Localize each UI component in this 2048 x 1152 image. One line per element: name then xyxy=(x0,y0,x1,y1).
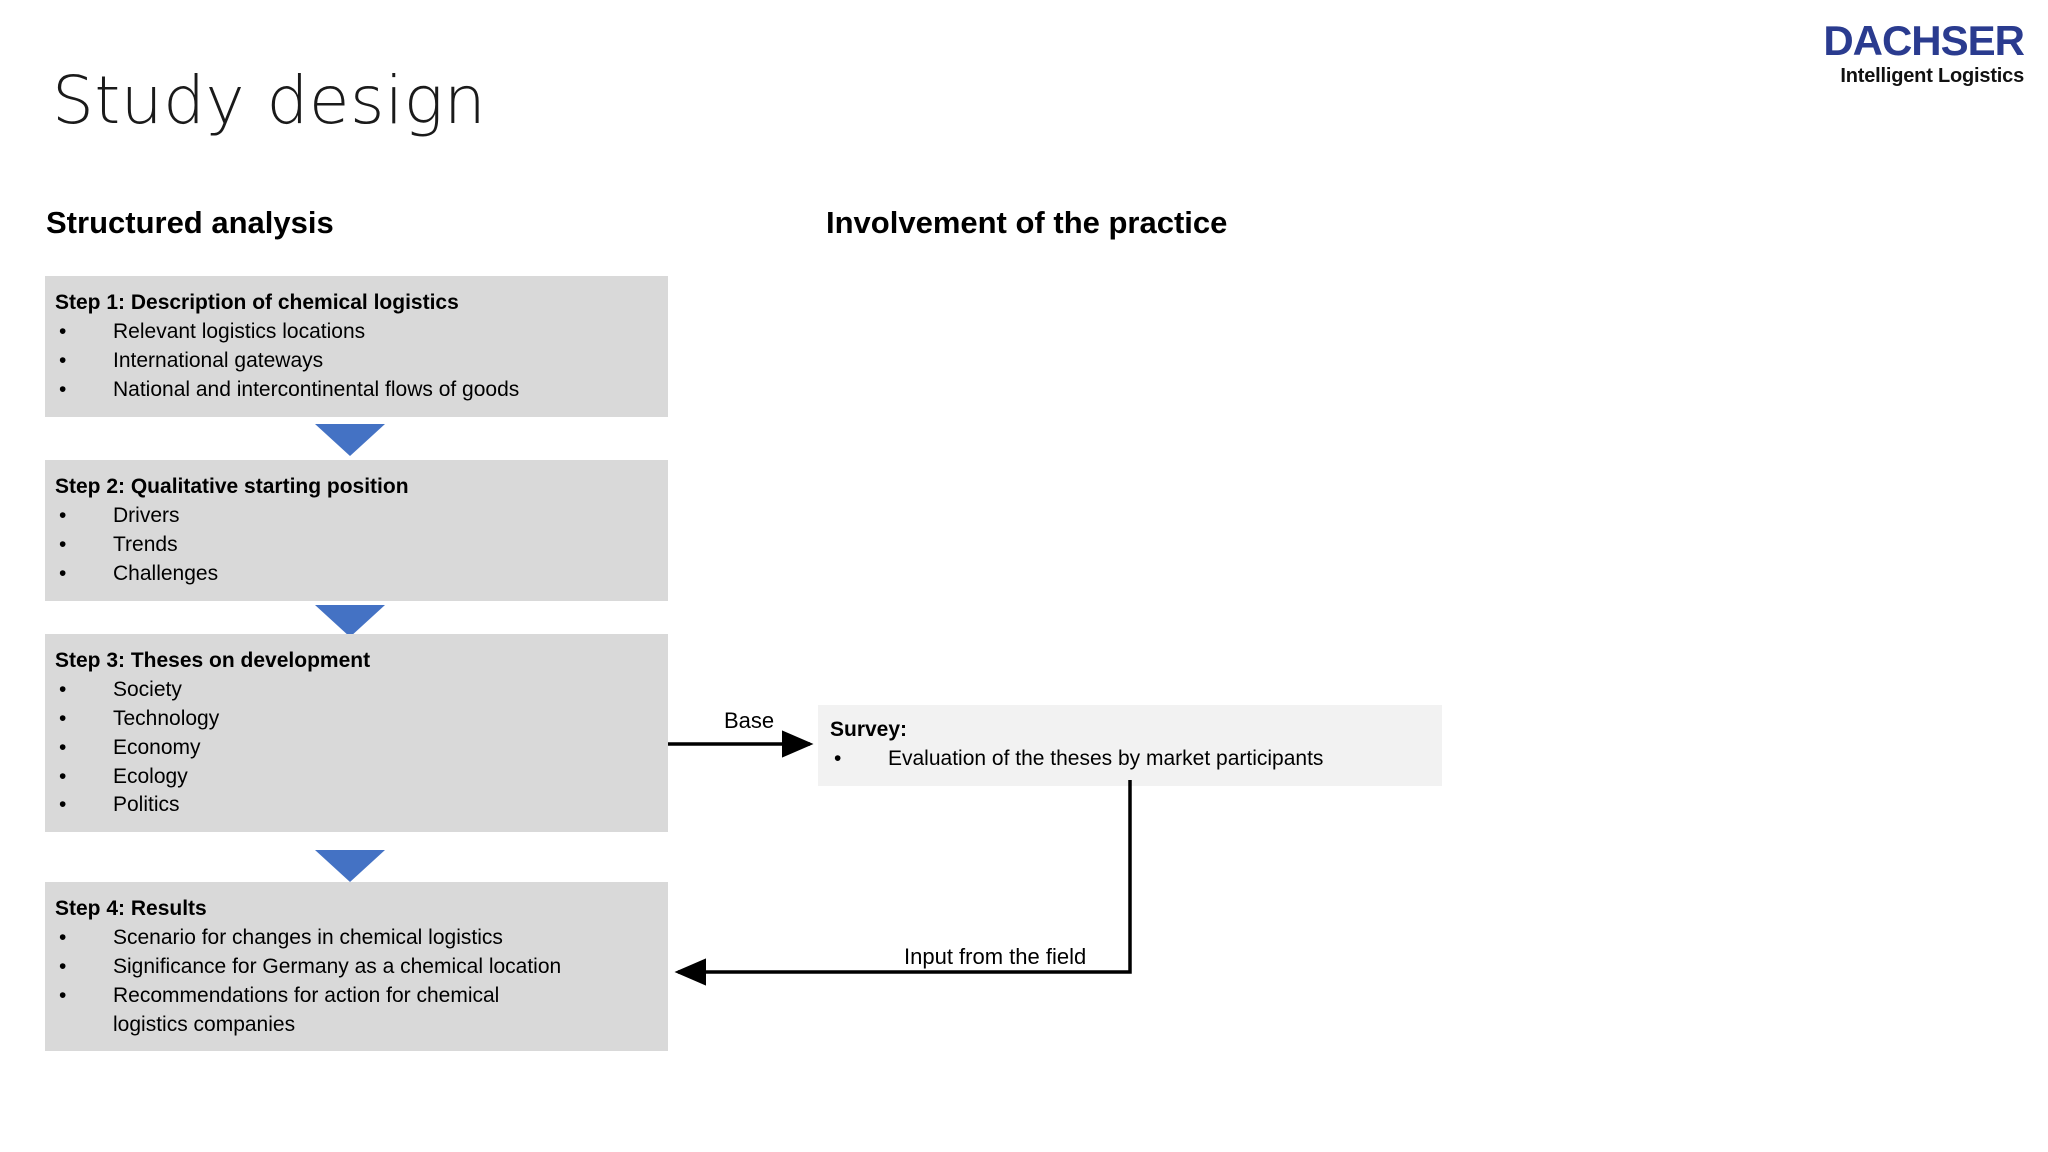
list-item: • Politics xyxy=(55,791,658,820)
bullet-dot-icon: • xyxy=(59,735,67,759)
list-item-label: Relevant logistics locations xyxy=(113,320,366,344)
bullet-dot-icon: • xyxy=(59,349,67,373)
list-item: • Technology xyxy=(55,705,658,734)
step-box-1: Step 1: Description of chemical logistic… xyxy=(45,276,668,417)
step-4-title: Step 4: Results xyxy=(55,897,207,920)
bullet-dot-icon: • xyxy=(59,504,67,528)
list-item: • Evaluation of the theses by market part… xyxy=(830,745,1432,774)
bullet-dot-icon: • xyxy=(59,764,67,788)
survey-title: Survey: xyxy=(830,718,908,741)
flow-arrow-down-icon xyxy=(315,424,385,456)
flow-arrow-down-icon xyxy=(315,605,385,637)
step-3-bullet-list: • Society • Technology • Economy • Ecology •… xyxy=(55,676,658,820)
connector-label-base: Base xyxy=(718,708,781,734)
list-item: • Economy xyxy=(55,734,658,763)
list-item: • Challenges xyxy=(55,560,658,589)
bullet-dot-icon: • xyxy=(59,983,67,1007)
step-2-bullet-list: • Drivers • Trends • Challenges xyxy=(55,502,658,588)
bullet-dot-icon: • xyxy=(834,747,842,771)
survey-bullet-list: • Evaluation of the theses by market part… xyxy=(830,745,1432,774)
bullet-dot-icon: • xyxy=(59,926,67,950)
bullet-dot-icon: • xyxy=(59,320,67,344)
list-item-label: Recommendations for action for chemical xyxy=(113,983,500,1007)
step-2-title: Step 2: Qualitative starting position xyxy=(55,475,409,498)
survey-box: Survey: • Evaluation of the theses by mar… xyxy=(818,705,1442,787)
list-item-label: Evaluation of the theses by market parti… xyxy=(888,747,1324,771)
dachser-logo: DACHSER Intelligent Logistics xyxy=(1823,17,2025,87)
list-item-label: Significance for Germany as a chemical l… xyxy=(113,955,562,979)
step-4-continuation-line: logistics companies xyxy=(113,1012,296,1036)
list-item-label: Technology xyxy=(113,707,220,731)
column-heading-structured-analysis: Structured analysis xyxy=(46,205,334,240)
step-box-4: Step 4: Results • Scenario for changes in… xyxy=(45,882,668,1052)
list-item: • Scenario for changes in chemical logist… xyxy=(55,924,658,953)
bullet-dot-icon: • xyxy=(59,377,67,401)
list-item: • Ecology xyxy=(55,763,658,792)
list-item: • Significance for Germany as a chemical … xyxy=(55,953,658,982)
list-item: • International gateways xyxy=(55,347,658,376)
list-item: • Recommendations for action for chemical xyxy=(55,982,658,1011)
list-item: • Relevant logistics locations xyxy=(55,318,658,347)
step-4-bullet-list: • Scenario for changes in chemical logist… xyxy=(55,924,658,1010)
flow-arrow-down-icon xyxy=(315,850,385,882)
connector-label-input-from-the-field: Input from the field xyxy=(898,944,1093,970)
list-item-label: National and intercontinental flows of g… xyxy=(113,377,520,401)
step-1-title: Step 1: Description of chemical logistic… xyxy=(55,291,459,314)
step-1-bullet-list: • Relevant logistics locations • Internati… xyxy=(55,318,658,404)
step-box-3: Step 3: Theses on development • Society •… xyxy=(45,634,668,833)
bullet-dot-icon: • xyxy=(59,707,67,731)
bullet-dot-icon: • xyxy=(59,561,67,585)
bullet-dot-icon: • xyxy=(59,678,67,702)
bullet-dot-icon: • xyxy=(59,955,67,979)
list-item: • Society xyxy=(55,676,658,705)
list-item-label: Drivers xyxy=(113,504,180,528)
brand-tagline: Intelligent Logistics xyxy=(1840,65,2024,87)
step-3-title: Step 3: Theses on development xyxy=(55,649,371,672)
list-item-label: Trends xyxy=(113,533,178,557)
step-box-2: Step 2: Qualitative starting position • D… xyxy=(45,460,668,601)
bullet-dot-icon: • xyxy=(59,533,67,557)
list-item-label: Ecology xyxy=(113,764,188,788)
list-item-label: International gateways xyxy=(113,349,324,373)
bullet-dot-icon: • xyxy=(59,793,67,817)
list-item-label: Society xyxy=(113,678,182,702)
brand-wordmark: DACHSER xyxy=(1823,17,2025,64)
list-item-label: Scenario for changes in chemical logisti… xyxy=(113,926,503,950)
list-item-label: Economy xyxy=(113,735,201,759)
list-item-label: Challenges xyxy=(113,561,219,585)
page-title: Study design xyxy=(52,62,487,139)
list-item: • Drivers xyxy=(55,502,658,531)
column-heading-involvement-of-practice: Involvement of the practice xyxy=(826,205,1228,240)
list-item: • Trends xyxy=(55,531,658,560)
list-item-label: Politics xyxy=(113,793,180,817)
list-item: • National and intercontinental flows of … xyxy=(55,376,658,405)
